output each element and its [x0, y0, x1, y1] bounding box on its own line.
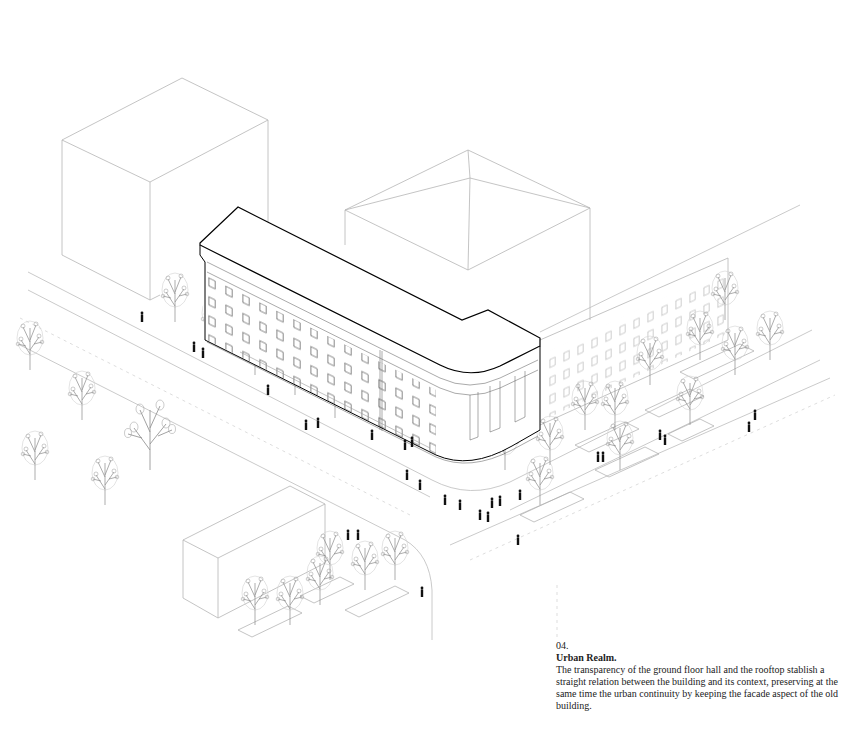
main-building [200, 207, 540, 463]
facade-windows [540, 250, 730, 430]
street-lines [20, 205, 830, 640]
caption: The transparency of the ground floor hal… [556, 664, 844, 712]
text-block: 04. Urban Realm. The transparency of the… [556, 640, 844, 712]
callout-number: 04. [556, 640, 844, 652]
title: Urban Realm. [556, 652, 844, 664]
people [141, 312, 757, 597]
